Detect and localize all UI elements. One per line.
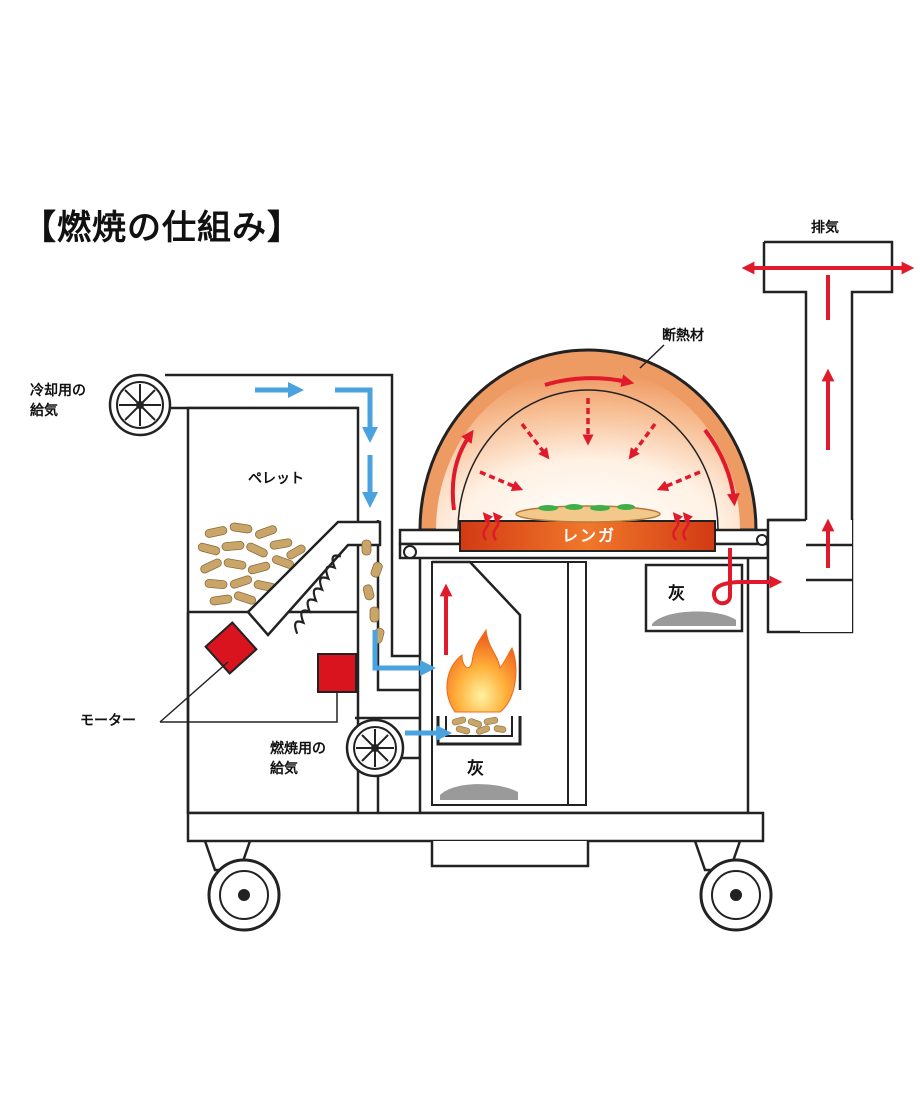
- combustion-air-label-line1: 燃焼用の: [270, 741, 326, 757]
- air-flow-arrows: [255, 381, 453, 742]
- cooling-air-label-line2: 給気: [30, 403, 58, 419]
- wheel-left: [203, 840, 281, 932]
- cooling-fan: [108, 373, 172, 437]
- oven-floor: [398, 520, 770, 560]
- ash-box-upper: [644, 563, 744, 633]
- pellet-pile: [197, 522, 306, 606]
- combustion-air-label-line2: 給気: [270, 761, 298, 777]
- exhaust-label: 排気: [811, 220, 839, 236]
- auger: [246, 520, 382, 637]
- brick-label: レンガ: [561, 526, 616, 545]
- falling-pellets: [361, 539, 385, 644]
- heat-flow-arrows: [439, 261, 915, 655]
- radiant-heat-arrows: [479, 398, 701, 491]
- burner-pot: [436, 716, 522, 746]
- pizza: [515, 504, 661, 523]
- combustion-fan: [345, 716, 422, 778]
- chassis: [186, 811, 765, 868]
- insulation-label: 断熱材: [662, 328, 704, 344]
- wheel-right: [693, 840, 773, 932]
- ash-tray-lower: [440, 784, 518, 800]
- feeder-motor: [317, 653, 357, 693]
- motor-label: モーター: [80, 713, 136, 729]
- pellet-label: ペレット: [248, 471, 304, 487]
- auger-motor: [204, 621, 258, 675]
- firebox: [432, 560, 522, 690]
- ash-upper-label: 灰: [668, 584, 685, 604]
- cooling-air-label-line1: 冷却用の: [30, 383, 86, 399]
- motor-leader-lines: [159, 661, 338, 723]
- diagram-title: 【燃焼の仕組み】: [22, 208, 302, 248]
- ash-lower-label: 灰: [467, 759, 484, 779]
- flame: [446, 628, 517, 713]
- insulation-leader: [639, 344, 665, 369]
